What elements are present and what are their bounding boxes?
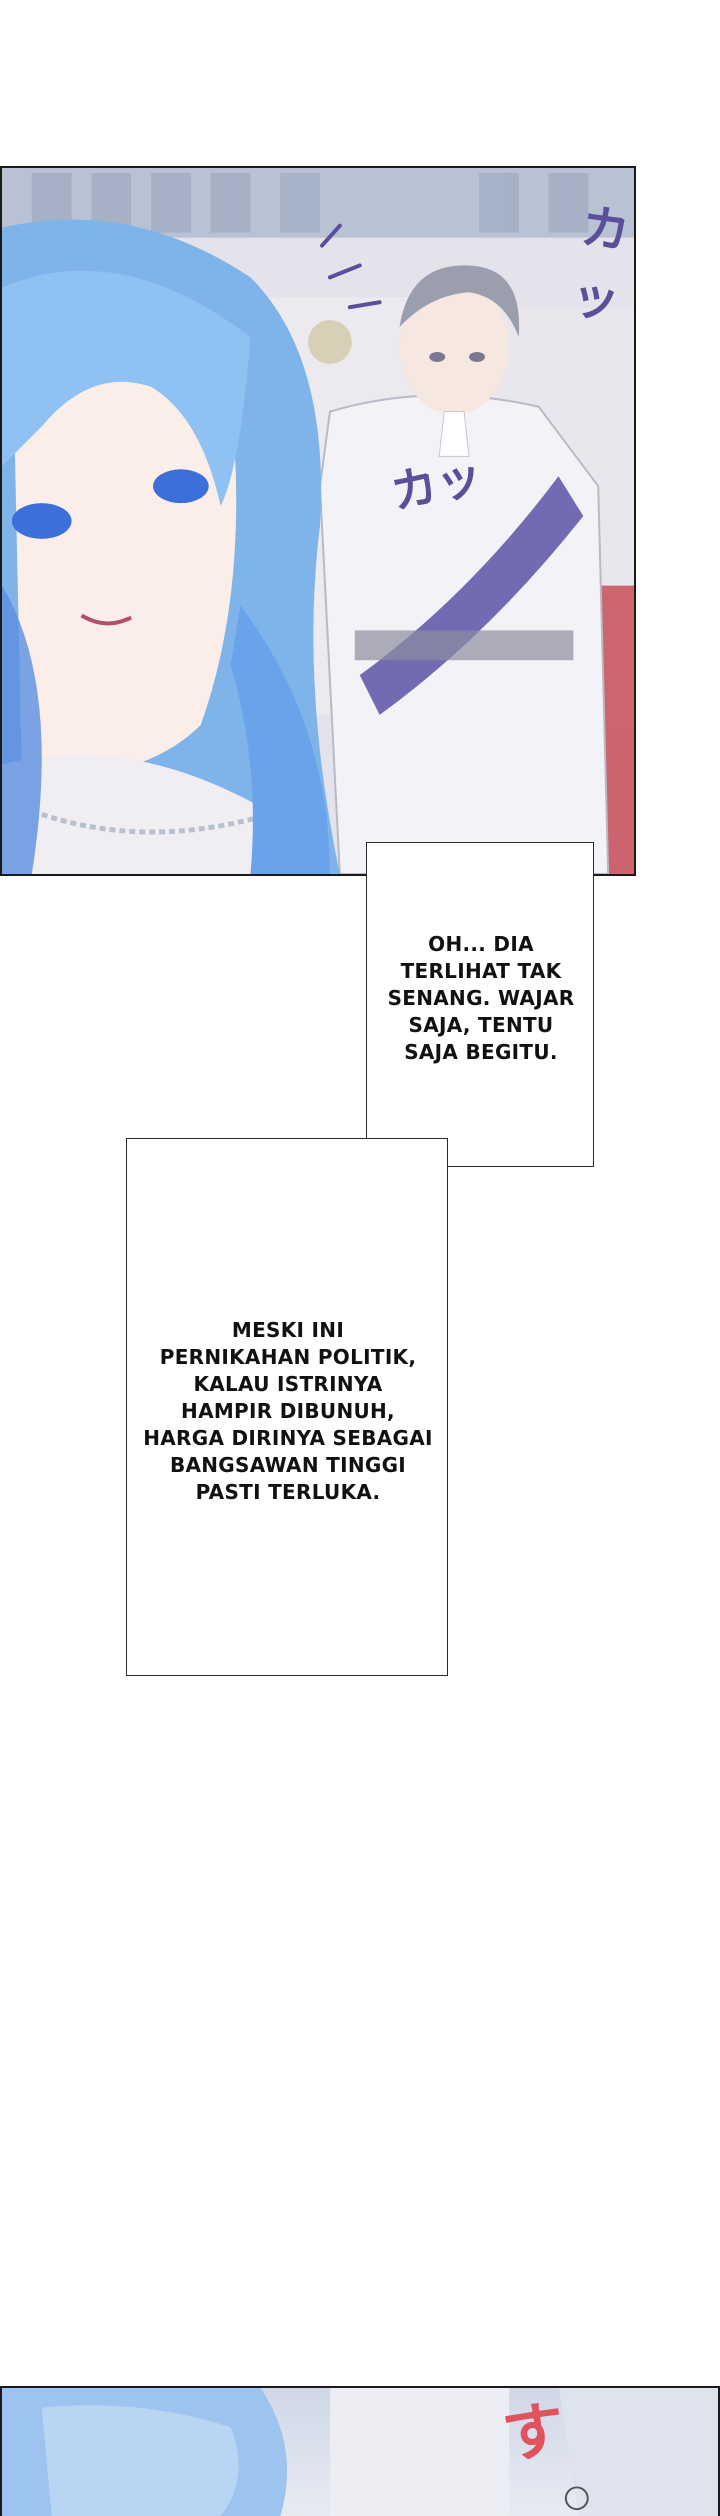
right-eye <box>153 469 209 504</box>
caption-box-second: MESKI INI PERNIKAHAN POLITIK, KALAU ISTR… <box>126 1138 448 1676</box>
caption-text-first: OH... DIA TERLIHAT TAK SENANG. WAJAR SAJ… <box>387 932 575 1064</box>
woman-figure <box>2 219 340 874</box>
necklace <box>40 802 301 835</box>
left-eye <box>11 503 72 539</box>
caption-box-first: OH... DIA TERLIHAT TAK SENANG. WAJAR SAJ… <box>366 842 594 1167</box>
bottom-scene-illustration <box>2 2388 718 2516</box>
comic-panel-top: カッ カッ <box>0 166 636 876</box>
sound-effect-bottom: す <box>497 2391 570 2473</box>
comic-panel-bottom: す <box>0 2386 720 2516</box>
scene-illustration <box>2 168 634 874</box>
caption-text-second: MESKI INI PERNIKAHAN POLITIK, KALAU ISTR… <box>143 1318 433 1504</box>
man-figure <box>318 265 610 874</box>
crown-emblem <box>308 320 352 364</box>
